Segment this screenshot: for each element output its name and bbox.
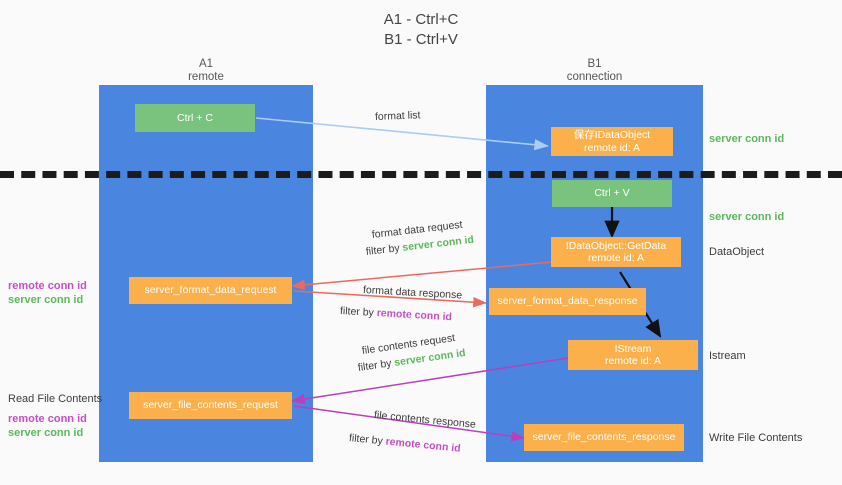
caption-file-contents-response-filter-value: remote conn id <box>385 435 462 455</box>
title-line-1: A1 - Ctrl+C <box>383 11 459 28</box>
caption-format-data-response: format data response <box>362 284 463 302</box>
label-server-conn-id-upper: server conn id <box>8 294 84 306</box>
box-istream-line2: remote id: A <box>604 355 662 367</box>
caption-file-contents-response: file contents response <box>373 409 477 431</box>
column-a1-name: A1 <box>198 58 214 70</box>
caption-file-contents-response-filter: filter by remote conn id <box>348 432 461 456</box>
column-a1-role: remote <box>188 71 224 83</box>
box-server-format-data-response-label: server_format_data_response <box>497 295 638 308</box>
box-data-object-top[interactable]: 保存IDataObject remote id: A <box>551 127 673 156</box>
box-server-format-data-response[interactable]: server_format_data_response <box>489 288 646 315</box>
box-server-format-data-request-label: server_format_data_request <box>144 284 277 297</box>
box-ctrl-v-label: Ctrl + V <box>594 187 630 200</box>
label-remote-conn-id-upper: remote conn id <box>8 280 87 292</box>
label-server-conn-id-second: server conn id <box>709 211 785 223</box>
column-b1-name: B1 <box>587 58 602 70</box>
box-istream[interactable]: IStream remote id: A <box>568 340 698 370</box>
caption-format-data-response-filter-value: remote conn id <box>376 307 453 324</box>
label-remote-conn-id-lower: remote conn id <box>8 413 87 425</box>
caption-format-data-response-filter-prefix: filter by <box>339 305 378 320</box>
box-server-format-data-request[interactable]: server_format_data_request <box>129 277 292 304</box>
box-idataobject-getdata-line1: IDataObject::GetData <box>565 239 667 252</box>
box-data-object-top-line2: remote id: A <box>583 141 641 154</box>
caption-file-contents-request-filter-prefix: filter by <box>357 356 396 374</box>
caption-format-data-response-filter: filter by remote conn id <box>340 305 453 324</box>
title-line-2: B1 - Ctrl+V <box>384 31 458 48</box>
box-server-file-contents-request[interactable]: server_file_contents_request <box>129 392 292 419</box>
box-ctrl-c[interactable]: Ctrl + C <box>135 104 255 132</box>
box-idataobject-getdata[interactable]: IDataObject::GetData remote id: A <box>551 237 681 267</box>
box-idataobject-getdata-line2: remote id: A <box>587 252 645 264</box>
box-istream-line1: IStream <box>614 342 652 355</box>
column-header-b1: B1 connection <box>486 58 703 84</box>
label-server-conn-id-lower: server conn id <box>8 427 84 439</box>
box-ctrl-v[interactable]: Ctrl + V <box>552 180 672 207</box>
caption-format-data-request-filter-prefix: filter by <box>365 241 404 258</box>
label-write-file-contents: Write File Contents <box>709 432 803 444</box>
box-server-file-contents-response-label: server_file_contents_response <box>532 431 676 444</box>
label-read-file-contents: Read File Contents <box>8 393 103 405</box>
box-data-object-top-line1: 保存IDataObject <box>573 129 651 141</box>
label-group-conn-ids-lower: remote conn id server conn id <box>8 412 96 440</box>
box-ctrl-c-label: Ctrl + C <box>177 111 213 124</box>
box-server-file-contents-response[interactable]: server_file_contents_response <box>524 424 684 451</box>
trust-boundary-dashed-line <box>0 171 842 178</box>
label-group-conn-ids-upper: remote conn id server conn id <box>8 279 96 307</box>
column-b1-role: connection <box>566 71 623 83</box>
label-server-conn-id-top: server conn id <box>709 133 785 145</box>
caption-file-contents-response-filter-prefix: filter by <box>348 432 387 448</box>
column-header-a1: A1 remote <box>99 58 313 84</box>
label-istream: Istream <box>709 350 746 362</box>
diagram-title: A1 - Ctrl+C B1 - Ctrl+V <box>0 10 842 50</box>
label-data-object: DataObject <box>709 246 765 258</box>
caption-format-list: format list <box>374 109 421 123</box>
box-server-file-contents-request-label: server_file_contents_request <box>143 399 278 412</box>
